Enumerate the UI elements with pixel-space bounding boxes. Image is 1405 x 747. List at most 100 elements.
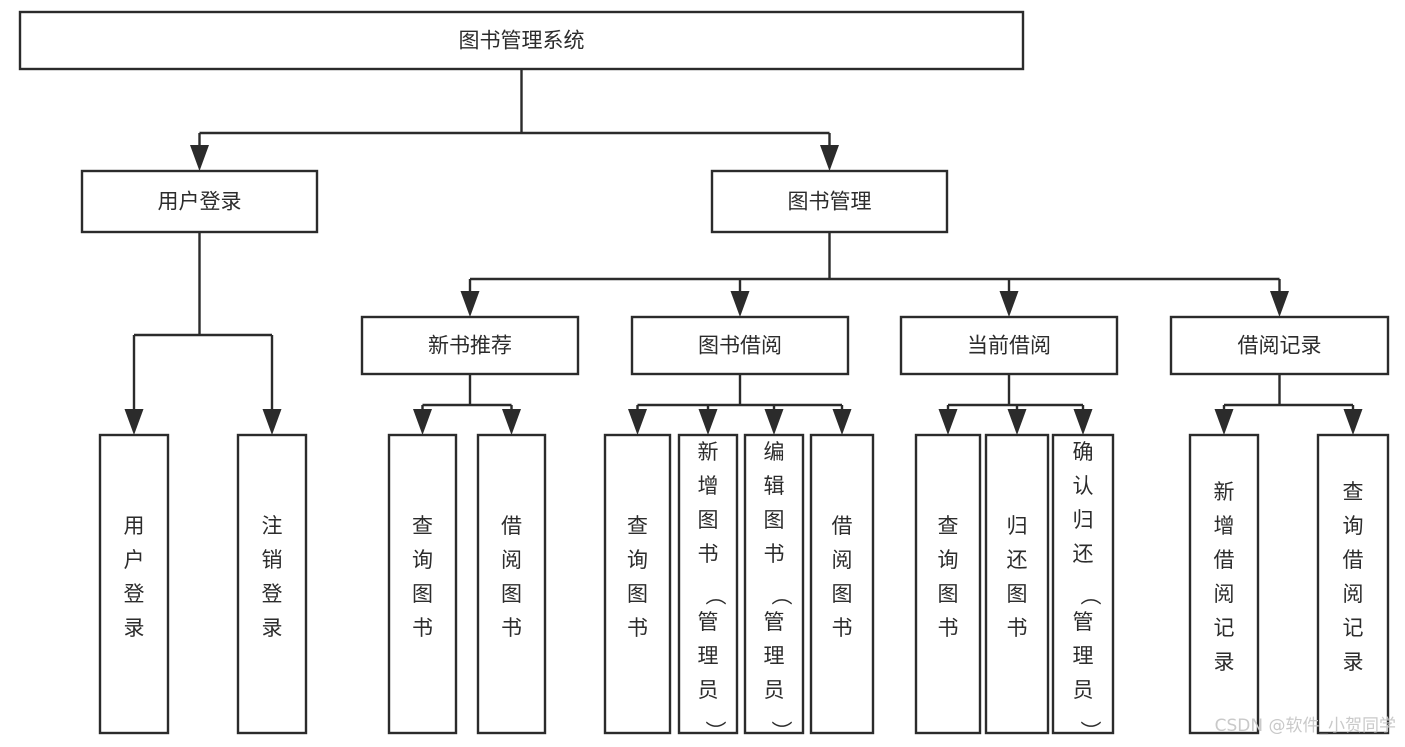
node-label-char: 归 (1073, 508, 1094, 532)
node-label-char: 增 (1214, 514, 1235, 538)
node-label-char: 询 (627, 548, 648, 572)
node-layer: 图书管理系统用户登录图书管理新书推荐图书借阅当前借阅借阅记录用户登录注销登录查询… (18, 10, 1390, 742)
node-label-char: 阅 (1343, 582, 1364, 606)
node-current-borrow[interactable]: 当前借阅 (899, 315, 1119, 376)
node-box (710, 169, 949, 234)
node-label-char: 管 (1073, 610, 1094, 634)
arrow-head-icon (124, 409, 144, 435)
node-label-char: 书 (627, 616, 648, 640)
node-label-char: 书 (832, 616, 853, 640)
node-box (80, 169, 319, 234)
arrow-head-icon (730, 291, 750, 317)
node-label-char: 阅 (832, 548, 853, 572)
arrow-head-icon (820, 145, 839, 171)
node-label-char: 询 (1343, 514, 1364, 538)
node-label-char: （ (769, 585, 793, 606)
arrow-head-icon (938, 409, 958, 435)
node-label-char: ） (769, 721, 793, 742)
node-new-book-rec[interactable]: 新书推荐 (360, 315, 580, 376)
node-box (630, 315, 850, 376)
node-label-char: （ (703, 585, 727, 606)
node-label-char: 借 (1343, 548, 1364, 572)
node-label-char: 登 (262, 582, 283, 606)
node-label-char: 图 (698, 508, 719, 532)
node-label: 图书借阅 (698, 334, 782, 358)
arrow-head-icon (832, 409, 852, 435)
node-label-char: 记 (1214, 616, 1235, 640)
node-label-char: 询 (938, 548, 959, 572)
node-label-char: ） (703, 721, 727, 742)
node-root[interactable]: 图书管理系统 (18, 10, 1025, 71)
node-label-char: 阅 (1214, 582, 1235, 606)
node-box (809, 433, 875, 735)
node-label-char: 理 (764, 644, 785, 668)
node-label-char: 认 (1073, 474, 1094, 498)
node-label-char: 图 (627, 582, 648, 606)
node-label-char: ） (1078, 721, 1102, 742)
node-label-char: 新 (698, 440, 719, 464)
arrow-head-icon (698, 409, 718, 435)
node-label-char: 员 (764, 678, 785, 702)
node-label-char: 图 (764, 508, 785, 532)
node-box (899, 315, 1119, 376)
node-borrow-record[interactable]: 借阅记录 (1169, 315, 1390, 376)
node-label-char: 借 (1214, 548, 1235, 572)
node-box (1316, 433, 1390, 735)
node-label-char: 注 (262, 514, 283, 538)
node-label-char: 编 (764, 440, 785, 464)
node-leaf-user-login[interactable]: 用户登录 (98, 433, 170, 735)
node-label-char: 阅 (501, 548, 522, 572)
arrow-head-icon (460, 291, 480, 317)
node-label-char: 书 (698, 542, 719, 566)
arrow-head-icon (764, 409, 784, 435)
node-label-char: 借 (501, 514, 522, 538)
node-book-borrow[interactable]: 图书借阅 (630, 315, 850, 376)
node-user-login[interactable]: 用户登录 (80, 169, 319, 234)
node-label: 借阅记录 (1238, 334, 1322, 358)
node-box (1169, 315, 1390, 376)
csdn-watermark: CSDN @软件_小贺同学 (1215, 716, 1396, 736)
arrow-head-icon (999, 291, 1019, 317)
arrow-head-icon (262, 409, 282, 435)
node-label: 用户登录 (158, 190, 242, 214)
node-label: 图书管理 (788, 190, 872, 214)
node-box (387, 433, 458, 735)
node-label-char: 书 (501, 616, 522, 640)
node-box (677, 433, 739, 735)
arrow-head-icon (413, 409, 432, 435)
node-label-char: 录 (1214, 650, 1235, 674)
node-label-char: 理 (698, 644, 719, 668)
node-label: 当前借阅 (967, 334, 1051, 358)
node-label-char: 录 (262, 616, 283, 640)
arrow-head-icon (628, 409, 647, 435)
node-book-manage[interactable]: 图书管理 (710, 169, 949, 234)
node-label-char: 员 (698, 678, 719, 702)
node-label-char: 归 (1007, 514, 1028, 538)
arrow-head-icon (1007, 409, 1027, 435)
node-label-char: （ (1078, 585, 1102, 606)
node-box (360, 315, 580, 376)
node-label-char: 查 (412, 514, 433, 538)
node-label-char: 图 (412, 582, 433, 606)
node-box (476, 433, 547, 735)
node-label-char: 还 (1073, 542, 1094, 566)
node-label-char: 户 (124, 548, 145, 572)
node-label-char: 查 (627, 514, 648, 538)
node-box (914, 433, 982, 735)
node-label-char: 销 (262, 548, 283, 572)
arrow-head-icon (1214, 409, 1234, 435)
